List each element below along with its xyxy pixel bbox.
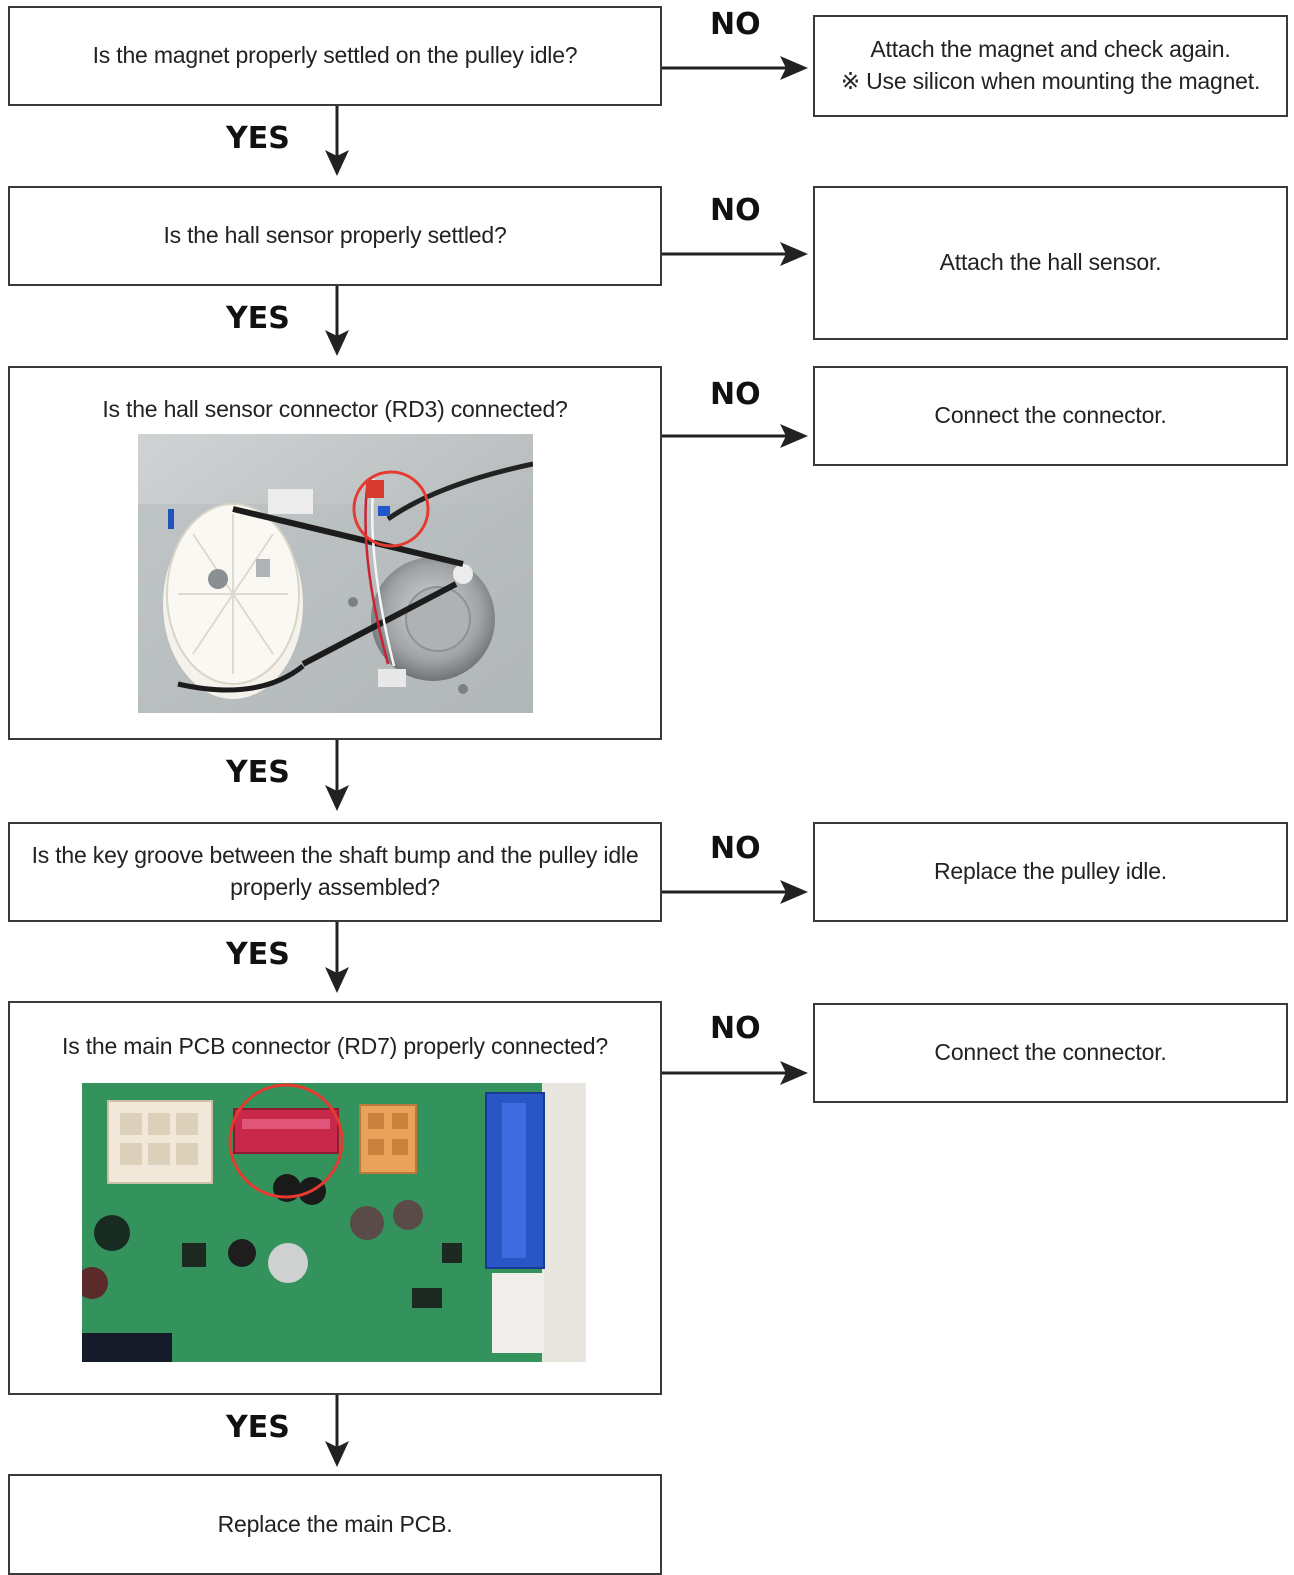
yes-arrowhead-3 <box>325 785 349 811</box>
yes-label-2: YES <box>226 301 290 336</box>
no-arrowhead-4 <box>780 880 808 904</box>
hall-sensor-photo <box>138 434 533 713</box>
yes-label-1: YES <box>226 121 290 156</box>
no-label-3: NO <box>710 377 761 412</box>
action-box-attach-hall-sensor: Attach the hall sensor. <box>813 186 1288 340</box>
final-text: Replace the main PCB. <box>217 1510 453 1537</box>
no-arrowhead-2 <box>780 242 808 266</box>
question-box-hall-sensor: Is the hall sensor properly settled? <box>8 186 662 286</box>
question-text: Is the hall sensor properly settled? <box>163 222 507 249</box>
no-label-2: NO <box>710 193 761 228</box>
action-box-replace-pulley: Replace the pulley idle. <box>813 822 1288 922</box>
action-text: Connect the connector. <box>934 402 1167 429</box>
yes-label-4: YES <box>226 937 290 972</box>
question-text: Is the hall sensor connector (RD3) conne… <box>102 396 568 422</box>
action-box-connect-rd7: Connect the connector. <box>813 1003 1288 1103</box>
yes-arrowhead-1 <box>325 150 349 176</box>
highlight-circle <box>352 470 430 548</box>
question-text: Is the magnet properly settled on the pu… <box>92 42 578 69</box>
question-text-line1: Is the key groove between the shaft bump… <box>31 842 639 869</box>
question-box-hall-connector: Is the hall sensor connector (RD3) conne… <box>8 366 662 740</box>
action-text-line1: Attach the magnet and check again. <box>870 36 1231 63</box>
highlight-circle <box>228 1083 344 1199</box>
no-arrowhead-1 <box>780 56 808 80</box>
no-label-5: NO <box>710 1011 761 1046</box>
no-label-4: NO <box>710 831 761 866</box>
yes-label-5: YES <box>226 1410 290 1445</box>
no-arrowhead-5 <box>780 1061 808 1085</box>
action-box-connect-rd3: Connect the connector. <box>813 366 1288 466</box>
main-pcb-photo <box>82 1083 586 1362</box>
yes-arrowhead-4 <box>325 967 349 993</box>
final-box-replace-pcb: Replace the main PCB. <box>8 1474 662 1575</box>
no-label-1: NO <box>710 7 761 42</box>
question-text-line2: properly assembled? <box>230 874 440 900</box>
yes-arrowhead-2 <box>325 330 349 356</box>
action-text-line2: ※ Use silicon when mounting the magnet. <box>840 68 1261 94</box>
no-arrowhead-3 <box>780 424 808 448</box>
question-text: Is the main PCB connector (RD7) properly… <box>62 1033 608 1059</box>
yes-label-3: YES <box>226 755 290 790</box>
action-text: Attach the hall sensor. <box>939 249 1162 276</box>
question-box-main-pcb: Is the main PCB connector (RD7) properly… <box>8 1001 662 1395</box>
action-box-attach-magnet: Attach the magnet and check again. ※ Use… <box>813 15 1288 117</box>
question-box-magnet: Is the magnet properly settled on the pu… <box>8 6 662 106</box>
action-text: Replace the pulley idle. <box>933 858 1168 885</box>
action-text: Connect the connector. <box>934 1039 1167 1066</box>
question-box-key-groove: Is the key groove between the shaft bump… <box>8 822 662 922</box>
yes-arrowhead-5 <box>325 1441 349 1467</box>
